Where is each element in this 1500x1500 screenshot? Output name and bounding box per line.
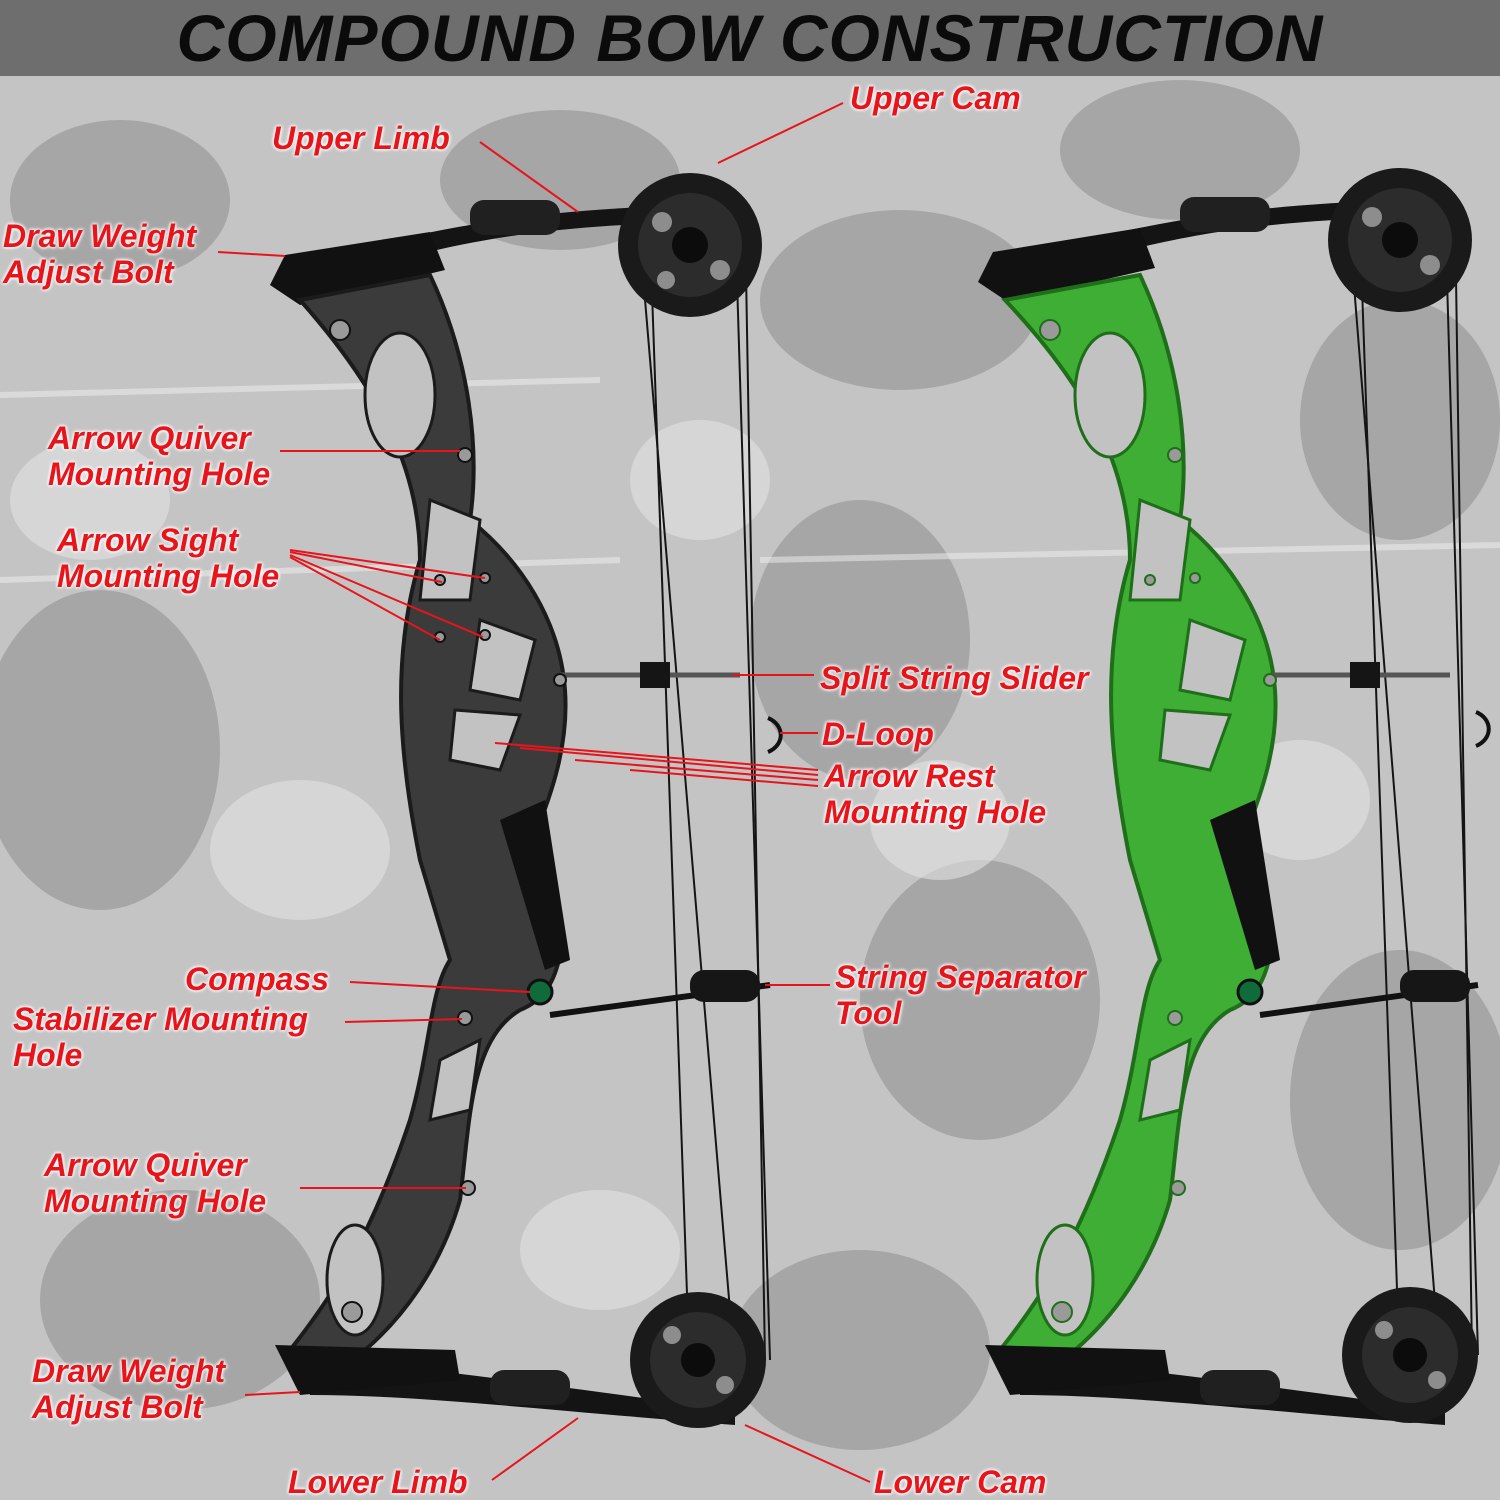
stabilizer-green: [1259, 970, 1479, 1018]
stabilizer-black: [549, 970, 771, 1018]
upper-cam-black: [618, 173, 762, 317]
label-arrow-quiver-mounting-hole-top: Arrow Quiver Mounting Hole: [48, 420, 271, 492]
leader-upper-cam: [717, 102, 844, 164]
leader-compass: [349, 981, 531, 993]
split-string-slider-green: [1270, 662, 1450, 688]
leader-arrow-rest-4: [629, 769, 819, 787]
leader-upper-limb: [479, 141, 579, 213]
lower-cam-black: [630, 1292, 766, 1428]
split-string-slider-black: [560, 662, 740, 688]
leader-draw-weight-bottom: [244, 1391, 301, 1396]
d-loop-black: [767, 716, 783, 754]
leader-draw-weight-top: [217, 251, 286, 257]
label-arrow-quiver-mounting-hole-bottom: Arrow Quiver Mounting Hole: [44, 1147, 267, 1219]
leader-sight-2: [289, 551, 443, 583]
label-lower-limb: Lower Limb: [288, 1464, 468, 1500]
leader-arrow-rest-2: [519, 747, 819, 776]
upper-cam-green: [1328, 168, 1472, 312]
compass-black: [526, 978, 554, 1006]
limb-damper-top-black: [470, 200, 560, 235]
grip-green: [1210, 800, 1280, 970]
label-upper-limb: Upper Limb: [272, 120, 450, 156]
bow-green: [978, 168, 1491, 1425]
leader-lower-cam: [744, 1424, 871, 1483]
limb-damper-top-green: [1180, 197, 1270, 232]
compass-green: [1236, 978, 1264, 1006]
bow-strings-green: [1349, 209, 1479, 1376]
label-string-separator-tool: String Separator Tool: [835, 959, 1086, 1031]
leader-lower-limb: [491, 1417, 579, 1481]
label-d-loop: D-Loop: [822, 716, 934, 752]
limb-damper-bottom-green: [1200, 1370, 1280, 1405]
grip-black: [500, 800, 570, 970]
d-loop-green: [1475, 710, 1491, 748]
label-arrow-sight-mounting-hole: Arrow Sight Mounting Hole: [57, 522, 280, 594]
leader-arrow-rest-1: [494, 742, 819, 771]
leader-sight-3: [289, 554, 484, 638]
page-title: COMPOUND BOW CONSTRUCTION: [176, 1, 1324, 75]
label-arrow-rest-mounting-hole: Arrow Rest Mounting Hole: [824, 758, 1047, 830]
leader-sight-4: [289, 556, 441, 641]
riser-cutouts-green: [1035, 331, 1247, 1337]
bow-black: [270, 173, 783, 1428]
leader-sight-1: [289, 549, 486, 579]
label-lower-cam: Lower Cam: [874, 1464, 1047, 1500]
riser-cutouts-black: [325, 331, 537, 1337]
bow-strings-black: [639, 214, 771, 1381]
limb-damper-bottom-black: [490, 1370, 570, 1405]
lower-cam-green: [1342, 1287, 1478, 1423]
limb-pocket-bottom-black: [275, 1345, 460, 1395]
leader-stabilizer: [344, 1018, 463, 1023]
limb-pocket-top-black: [270, 232, 445, 305]
limb-pocket-bottom-green: [985, 1345, 1170, 1395]
mounting-holes-green: [1039, 319, 1277, 1323]
title-bar: COMPOUND BOW CONSTRUCTION: [0, 0, 1500, 76]
label-stabilizer-mounting-hole: Stabilizer Mounting Hole: [13, 1001, 309, 1073]
leader-lines: [217, 102, 871, 1483]
mounting-holes-black: [329, 319, 567, 1323]
label-draw-weight-adjust-bolt-top: Draw Weight Adjust Bolt: [3, 218, 197, 290]
riser-green: [997, 272, 1278, 1383]
limb-pocket-top-green: [978, 228, 1155, 302]
leader-arrow-rest-3: [574, 759, 819, 781]
label-draw-weight-adjust-bolt-bottom: Draw Weight Adjust Bolt: [32, 1353, 226, 1425]
label-upper-cam: Upper Cam: [850, 80, 1021, 116]
label-split-string-slider: Split String Slider: [820, 660, 1089, 696]
riser-black: [287, 272, 568, 1383]
label-compass: Compass: [185, 961, 330, 997]
